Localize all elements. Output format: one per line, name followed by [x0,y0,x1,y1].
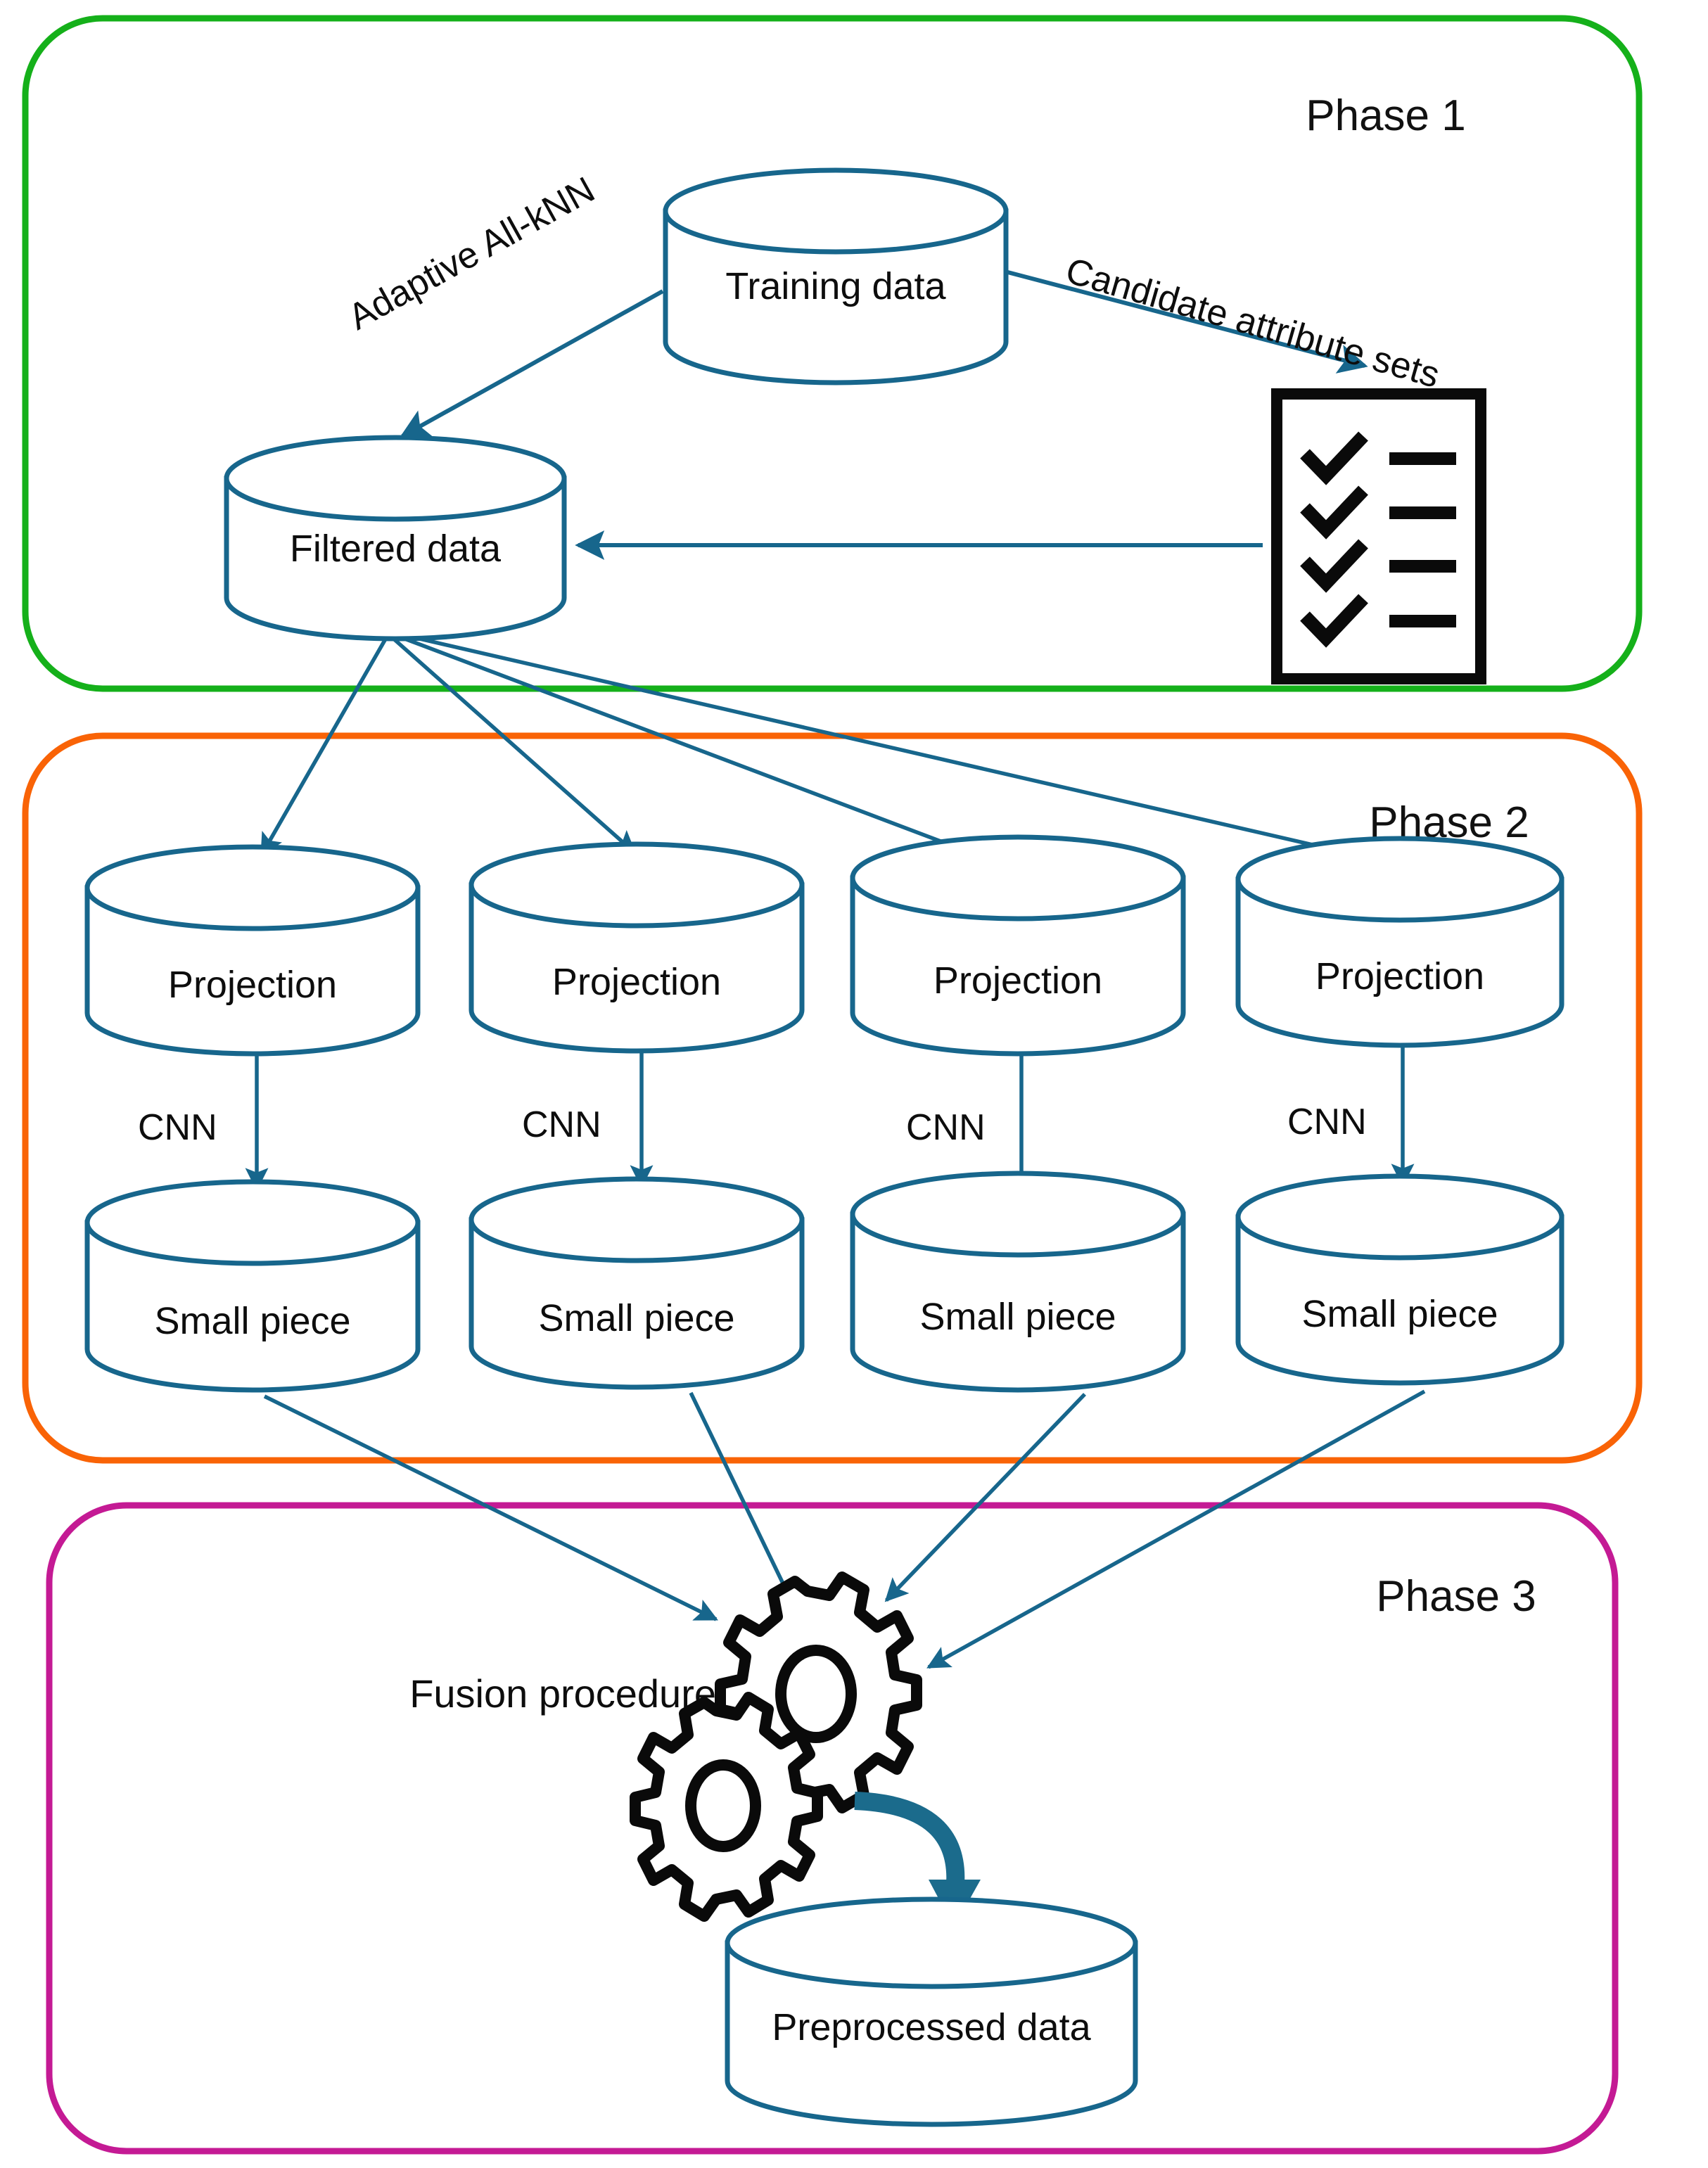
edge-label-adaptive-knn: Adaptive All-kNN [342,170,601,338]
node-small-piece-2: Small piece [469,1176,805,1390]
node-projection-4-label: Projection [1315,955,1484,997]
phase-1-container [22,15,1643,692]
edge-label-cnn-1: CNN [138,1107,217,1148]
edge-small-piece-2-to-fusion [689,1391,796,1607]
edge-label-cnn-4: CNN [1287,1102,1367,1142]
checklist-icon [1271,388,1486,684]
node-training-data-label: Training data [725,265,946,307]
fusion-procedure-label: Fusion procedure [409,1671,716,1716]
edge-label-candidate-attribute-sets: Candidate attribute sets [1062,250,1444,396]
node-small-piece-1-label: Small piece [154,1300,350,1342]
edge-filtered-to-projection-3 [395,633,1014,872]
node-small-piece-1: Small piece [84,1179,421,1393]
node-filtered-data-label: Filtered data [290,528,502,570]
edge-filtered-to-projection-1 [260,635,389,857]
gear-lower-icon [630,1692,823,1922]
edge-filtered-to-projection-2 [390,635,637,855]
node-small-piece-4-label: Small piece [1301,1293,1498,1335]
phase-3-container [46,1502,1619,2155]
edge-small-piece-1-to-fusion [263,1394,718,1621]
node-projection-3-label: Projection [933,959,1102,1002]
edge-training-to-checklist [1002,269,1368,374]
node-projection-3: Projection [850,834,1186,1057]
node-filtered-data: Filtered data [224,435,567,642]
node-small-piece-2-label: Small piece [538,1297,734,1339]
edge-small-piece-3-to-fusion [884,1393,1086,1602]
node-small-piece-4: Small piece [1235,1173,1564,1386]
node-training-data: Training data [663,167,1009,385]
node-projection-1-label: Projection [168,964,337,1006]
node-projection-4: Projection [1235,836,1564,1048]
edge-filtered-to-projection-4 [397,632,1389,869]
node-preprocessed-data-label: Preprocessed data [772,2006,1091,2048]
edge-training-to-filtered [399,289,664,438]
node-projection-2: Projection [469,841,805,1054]
edge-label-cnn-3: CNN [906,1107,986,1148]
phase-1-label: Phase 1 [1306,91,1466,140]
phase-3-label: Phase 3 [1376,1572,1536,1621]
node-projection-2-label: Projection [552,961,721,1003]
node-preprocessed-data: Preprocessed data [725,1896,1138,2127]
edge-label-cnn-2: CNN [522,1104,601,1145]
node-small-piece-3-label: Small piece [919,1296,1116,1338]
gears-icon [630,1571,922,1922]
edge-small-piece-4-to-fusion [926,1389,1426,1669]
node-projection-1: Projection [84,844,421,1057]
node-small-piece-3: Small piece [850,1171,1186,1393]
